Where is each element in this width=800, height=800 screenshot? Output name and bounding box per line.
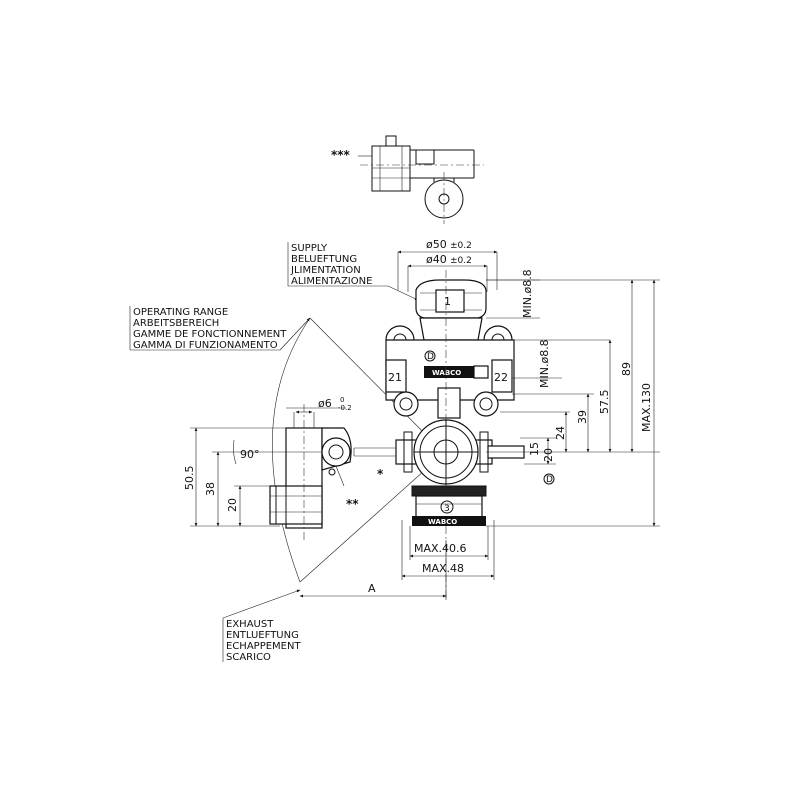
double-star-note: ** <box>346 497 359 511</box>
d15-value: 15 <box>528 442 541 456</box>
exhaust-text-fr: ECHAPPEMENT <box>226 641 301 652</box>
max40-6-value: MAX.40.6 <box>414 542 467 555</box>
supply-label: SUPPLY BELUEFTUNG JLIMENTATION ALIMENTAZ… <box>287 242 419 301</box>
d38-value: 38 <box>204 482 217 496</box>
port-1-label: 1 <box>444 295 451 308</box>
operating-range-lower-line <box>299 452 445 583</box>
dimension-min88-top: MIN.ø8.8 <box>486 269 540 319</box>
supply-text-en: SUPPLY <box>291 243 328 254</box>
dimension-24: 24 <box>500 411 570 453</box>
a-value: A <box>368 582 376 595</box>
dia6-tol-lower: -0.2 <box>338 404 352 412</box>
exhaust-text-en: EXHAUST <box>226 619 274 630</box>
port-3-label: 3 <box>444 504 450 514</box>
dimension-50-5: 50.5 <box>183 427 286 527</box>
dimension-max40-6: MAX.40.6 <box>409 526 489 560</box>
d20-left-value: 20 <box>226 498 239 512</box>
operating-range-text-fr: GAMME DE FONCTIONNEMENT <box>133 329 287 340</box>
dimension-a: A <box>299 540 447 600</box>
exhaust-text-de: ENTLUEFTUNG <box>226 630 299 641</box>
dia40-value: ø40 <box>426 253 447 266</box>
angle90-value: 90° <box>240 448 260 461</box>
max130-value: MAX.130 <box>640 383 653 432</box>
dimension-max130: MAX.130 <box>486 279 660 527</box>
d24-value: 24 <box>554 426 567 440</box>
operating-range-text-en: OPERATING RANGE <box>133 307 228 318</box>
operating-range-text-it: GAMMA DI FUNZIONAMENTO <box>133 340 278 351</box>
single-star-note: * <box>377 467 384 481</box>
exhaust-label: EXHAUST ENTLUEFTUNG ECHAPPEMENT SCARICO <box>222 589 301 663</box>
operating-range-arc <box>272 317 311 583</box>
d89-value: 89 <box>620 362 633 376</box>
d57-5-value: 57.5 <box>598 390 611 415</box>
dia40-tolerance: ±0.2 <box>450 256 472 266</box>
dimension-min88-mid: MIN.ø8.8 <box>512 339 610 388</box>
dimension-20-15: 15 20 D <box>486 437 660 485</box>
supply-text-it: ALIMENTAZIONE <box>291 276 372 287</box>
triple-star-note: *** <box>331 148 351 162</box>
exhaust-cap: WABCO 3 <box>411 485 487 526</box>
operating-range-label: OPERATING RANGE ARBEITSBEREICH GAMME DE … <box>129 306 311 351</box>
min88-top-value: MIN.ø8.8 <box>521 269 534 318</box>
supply-text-fr: JLIMENTATION <box>290 265 361 276</box>
dimension-dia40: ø40 ±0.2 <box>407 253 488 292</box>
dia6-tol-upper: 0 <box>340 396 344 404</box>
brand-logo: WABCO <box>432 369 461 377</box>
dia50-tolerance: ±0.2 <box>450 241 472 251</box>
port-22-label: 22 <box>494 371 508 384</box>
port-21-label: 21 <box>388 371 402 384</box>
lever-disc <box>353 419 525 485</box>
operating-range-text-de: ARBEITSBEREICH <box>133 318 219 329</box>
dimension-max48: MAX.48 <box>401 520 495 580</box>
port-d-right-label: D <box>546 475 553 485</box>
dia50-value: ø50 <box>426 238 447 251</box>
elbow-fitting: ** * <box>269 404 384 540</box>
dimension-38: 38 <box>204 451 322 527</box>
dimension-dia50: ø50 ±0.2 <box>397 238 498 290</box>
detail-view-mounting: *** <box>331 135 484 224</box>
d39-value: 39 <box>576 410 589 424</box>
dimension-dia6: ø6 0 -0.2 <box>286 396 352 414</box>
dimension-57-5: 57.5 <box>598 339 612 453</box>
supply-text-de: BELUEFTUNG <box>291 254 357 265</box>
dimension-39: 39 <box>512 393 594 453</box>
dimension-20-left: 20 <box>226 485 270 527</box>
d20-right-value: 20 <box>542 448 555 462</box>
min88-mid-value: MIN.ø8.8 <box>538 339 551 388</box>
brand-logo-bottom: WABCO <box>428 518 457 526</box>
max48-value: MAX.48 <box>422 562 464 575</box>
port-d-label: D <box>427 352 434 362</box>
dimension-89: 89 <box>620 279 634 453</box>
d50-5-value: 50.5 <box>183 466 196 491</box>
valve-body: 1 21 22 D WABCO <box>385 270 515 600</box>
dia6-value: ø6 <box>318 397 332 410</box>
exhaust-text-it: SCARICO <box>226 652 271 663</box>
